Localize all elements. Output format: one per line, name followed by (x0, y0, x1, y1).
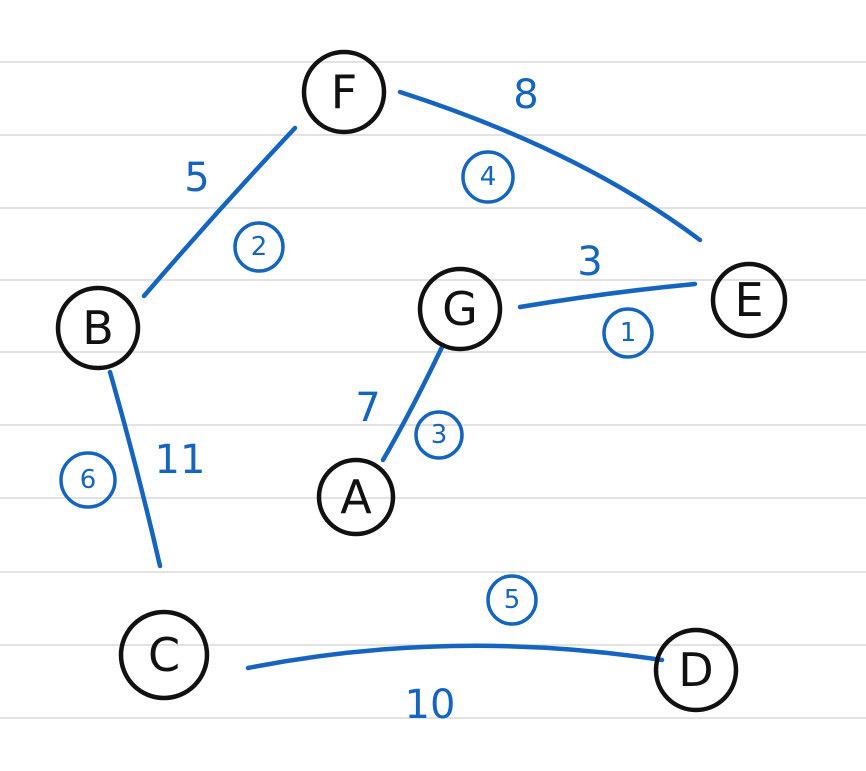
node-e: E (710, 261, 788, 339)
node-c: C (118, 609, 210, 701)
edge-f-e (397, 89, 703, 243)
edge-g-a (380, 342, 446, 463)
order-label-b-f: 2 (251, 232, 268, 262)
weight-label-f-e: 8 (513, 72, 538, 118)
node-b-label: B (82, 301, 114, 355)
edge-c-d (245, 643, 665, 671)
edge-b-c (107, 369, 163, 569)
node-e-circle (710, 261, 788, 339)
edges (107, 89, 703, 671)
order-circle-b-c (59, 451, 117, 509)
node-d-circle (653, 627, 739, 713)
edge-orders: 2 4 1 3 6 5 (59, 150, 654, 626)
node-a-circle (316, 457, 396, 537)
node-g-label: G (442, 282, 478, 336)
edge-weights: 5 8 3 7 11 10 (155, 72, 603, 728)
node-d-label: D (678, 643, 713, 697)
weight-label-g-e: 3 (577, 239, 602, 285)
node-f-circle (301, 49, 387, 135)
node-a: A (316, 457, 396, 537)
edge-g-e (517, 281, 698, 310)
node-g-circle (417, 266, 503, 352)
node-b-circle (55, 285, 141, 371)
order-label-c-d: 5 (504, 585, 521, 615)
weight-label-c-d: 10 (405, 682, 456, 728)
order-circle-g-a (414, 410, 464, 460)
order-circle-b-f (233, 221, 285, 273)
order-label-g-e: 1 (620, 318, 637, 348)
node-g: G (417, 266, 503, 352)
edge-b-f (141, 125, 298, 299)
node-c-circle (118, 609, 210, 701)
weight-label-b-f: 5 (184, 155, 209, 201)
node-d: D (653, 627, 739, 713)
node-f-label: F (331, 65, 357, 119)
order-circle-g-e (602, 307, 654, 359)
order-label-b-c: 6 (80, 465, 97, 495)
weight-label-b-c: 11 (155, 437, 206, 483)
order-label-f-e: 4 (480, 162, 497, 192)
node-c-label: C (148, 628, 180, 682)
node-b: B (55, 285, 141, 371)
ruled-lines (0, 61, 866, 719)
node-e-label: E (734, 273, 763, 327)
weight-label-g-a: 7 (355, 385, 380, 431)
nodes: F B G E A C D (55, 49, 788, 713)
node-f: F (301, 49, 387, 135)
order-circle-c-d (486, 574, 538, 626)
order-circle-f-e (461, 150, 515, 204)
order-label-g-a: 3 (431, 420, 448, 450)
node-a-label: A (340, 470, 372, 524)
